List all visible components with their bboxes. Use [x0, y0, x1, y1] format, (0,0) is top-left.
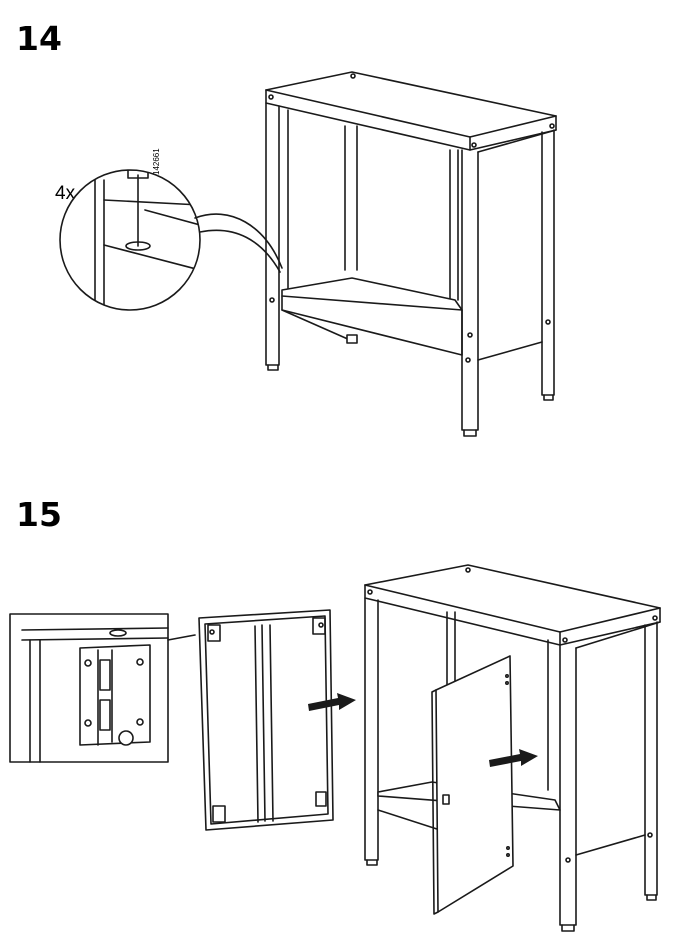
step-14-number: 14 [16, 19, 62, 58]
step-15-number: 15 [16, 495, 62, 534]
foot-insert-detail-callout [60, 153, 282, 320]
door-panel-back [199, 610, 333, 830]
cabinet-frame-step14 [266, 72, 556, 436]
move-arrows [308, 693, 538, 767]
door-installed [432, 656, 513, 914]
arrow-right-icon [489, 749, 538, 767]
cabinet-frame-step15 [365, 565, 660, 931]
arrow-right-icon [308, 693, 356, 711]
quantity-label: 4x [55, 183, 76, 204]
hinge-detail-callout [10, 614, 195, 762]
